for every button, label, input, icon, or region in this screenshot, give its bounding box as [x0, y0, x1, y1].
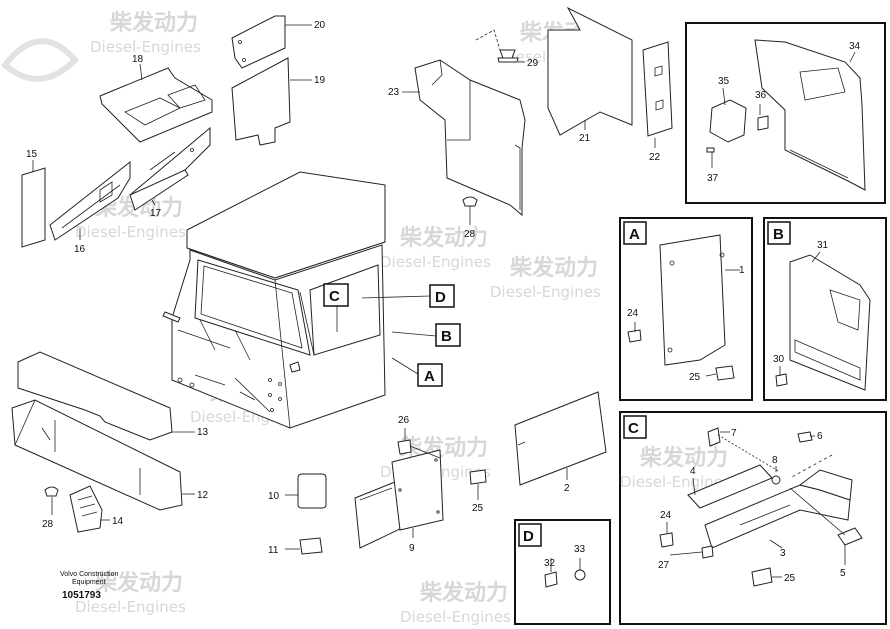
watermark-brand: 柴发动力 [639, 445, 728, 471]
callout-28a: 28 [464, 229, 476, 240]
callout-8: 8 [772, 455, 778, 466]
view-labels: C D B A [323, 283, 461, 387]
part-12: 12 [11, 399, 209, 511]
part-9: 9 [354, 449, 444, 554]
callout-17: 17 [150, 208, 162, 219]
part-16: 16 [49, 160, 131, 255]
callout-20: 20 [314, 20, 326, 31]
callout-37: 37 [707, 173, 719, 184]
watermark-brand-sub: Diesel-Engines [400, 608, 511, 626]
watermark-brand-sub: Diesel-Engines [75, 598, 186, 616]
part-26: 26 [397, 415, 441, 459]
callout-27: 27 [658, 560, 670, 571]
detail-box-top-right: 34 35 36 37 [685, 22, 886, 204]
callout-2: 2 [564, 483, 570, 494]
callout-7: 7 [731, 428, 737, 439]
callout-18: 18 [132, 54, 144, 65]
callout-12: 12 [197, 490, 209, 501]
watermark-brand: 柴发动力 [509, 255, 598, 281]
callout-15: 15 [26, 149, 38, 160]
callout-10: 10 [268, 491, 280, 502]
part-2: 2 [514, 391, 607, 494]
callout-11: 11 [268, 545, 279, 556]
callout-1: 1 [739, 265, 745, 276]
watermark-brand: 柴发动力 [109, 10, 198, 36]
part-20: 20 [231, 15, 326, 69]
part-28-top: 28 [462, 196, 478, 240]
callout-34: 34 [849, 41, 861, 52]
part-29: 29 [475, 29, 539, 69]
detail-box-c: C 4 3 7 6 8 5 24 27 [619, 411, 887, 625]
watermark-brand-sub: Diesel-Engines [90, 38, 201, 56]
watermark-brand-sub: Diesel-Engines [490, 283, 601, 301]
part-18: 18 [99, 54, 213, 143]
watermark-brand: 柴发动力 [399, 225, 488, 251]
part-11: 11 [268, 537, 323, 556]
callout-25a: 25 [689, 372, 701, 383]
part-22: 22 [642, 41, 673, 163]
watermark-brand-sub: Diesel-Engines [75, 223, 186, 241]
callout-32: 32 [544, 558, 556, 569]
callout-3: 3 [780, 548, 786, 559]
part-13: 13 [17, 351, 209, 441]
detail-a-label: A [629, 226, 640, 243]
view-d-label: D [435, 289, 446, 306]
detail-b-label: B [773, 226, 784, 243]
view-a-label: A [424, 368, 435, 385]
view-b-label: B [441, 328, 452, 345]
callout-14: 14 [112, 516, 124, 527]
part-21: 21 [547, 6, 633, 144]
callout-36: 36 [755, 90, 767, 101]
watermark-brand-sub: Diesel-Engines [620, 473, 731, 491]
callout-30: 30 [773, 354, 785, 365]
caption-drawing-number: 1051793 [62, 590, 101, 601]
callout-29: 29 [527, 58, 539, 69]
watermark-brand: 柴发动力 [94, 570, 183, 596]
callout-31: 31 [817, 240, 829, 251]
callout-26: 26 [398, 415, 410, 426]
part-17: 17 [129, 126, 211, 219]
caption-maker-line2: Equipment [72, 579, 106, 586]
detail-box-d: D 32 33 [514, 519, 611, 625]
detail-box-b: B 31 30 [763, 217, 887, 401]
caption-maker: Volvo Construction [60, 571, 118, 578]
watermark-brand-sub: Diesel-Engines [380, 253, 491, 271]
part-10: 10 [268, 473, 327, 509]
detail-d-label: D [523, 528, 534, 545]
part-19: 19 [231, 57, 326, 146]
callout-25c: 25 [472, 503, 484, 514]
callout-13: 13 [197, 427, 209, 438]
part-28-bottom: 28 [42, 486, 59, 530]
watermark-layer: 柴发动力 Diesel-Engines 柴发动力 Diesel-Engines … [0, 10, 731, 626]
part-25-mid: 25 [469, 469, 487, 514]
callout-35: 35 [718, 76, 730, 87]
caption-block: Volvo Construction Equipment 1051793 [60, 571, 118, 601]
callout-6: 6 [817, 431, 823, 442]
callout-19: 19 [314, 75, 326, 86]
watermark-logo-icon [0, 38, 80, 82]
callout-33: 33 [574, 544, 586, 555]
callout-28b: 28 [42, 519, 54, 530]
callout-16: 16 [74, 244, 86, 255]
part-15: 15 [21, 149, 46, 248]
callout-23: 23 [388, 87, 400, 98]
callout-21: 21 [579, 133, 591, 144]
callout-24b: 24 [660, 510, 672, 521]
part-14: 14 [69, 485, 124, 533]
part-23: 23 [388, 59, 526, 217]
detail-c-label: C [628, 420, 639, 437]
callout-25b: 25 [784, 573, 796, 584]
callout-4: 4 [690, 466, 696, 477]
callout-22: 22 [649, 152, 661, 163]
callout-9: 9 [409, 543, 415, 554]
view-c-label: C [329, 288, 340, 305]
cab-assembly [162, 171, 386, 429]
callout-5: 5 [840, 568, 846, 579]
detail-box-a: A 1 24 25 [619, 217, 753, 401]
callout-24a: 24 [627, 308, 639, 319]
watermark-brand: 柴发动力 [419, 580, 508, 606]
